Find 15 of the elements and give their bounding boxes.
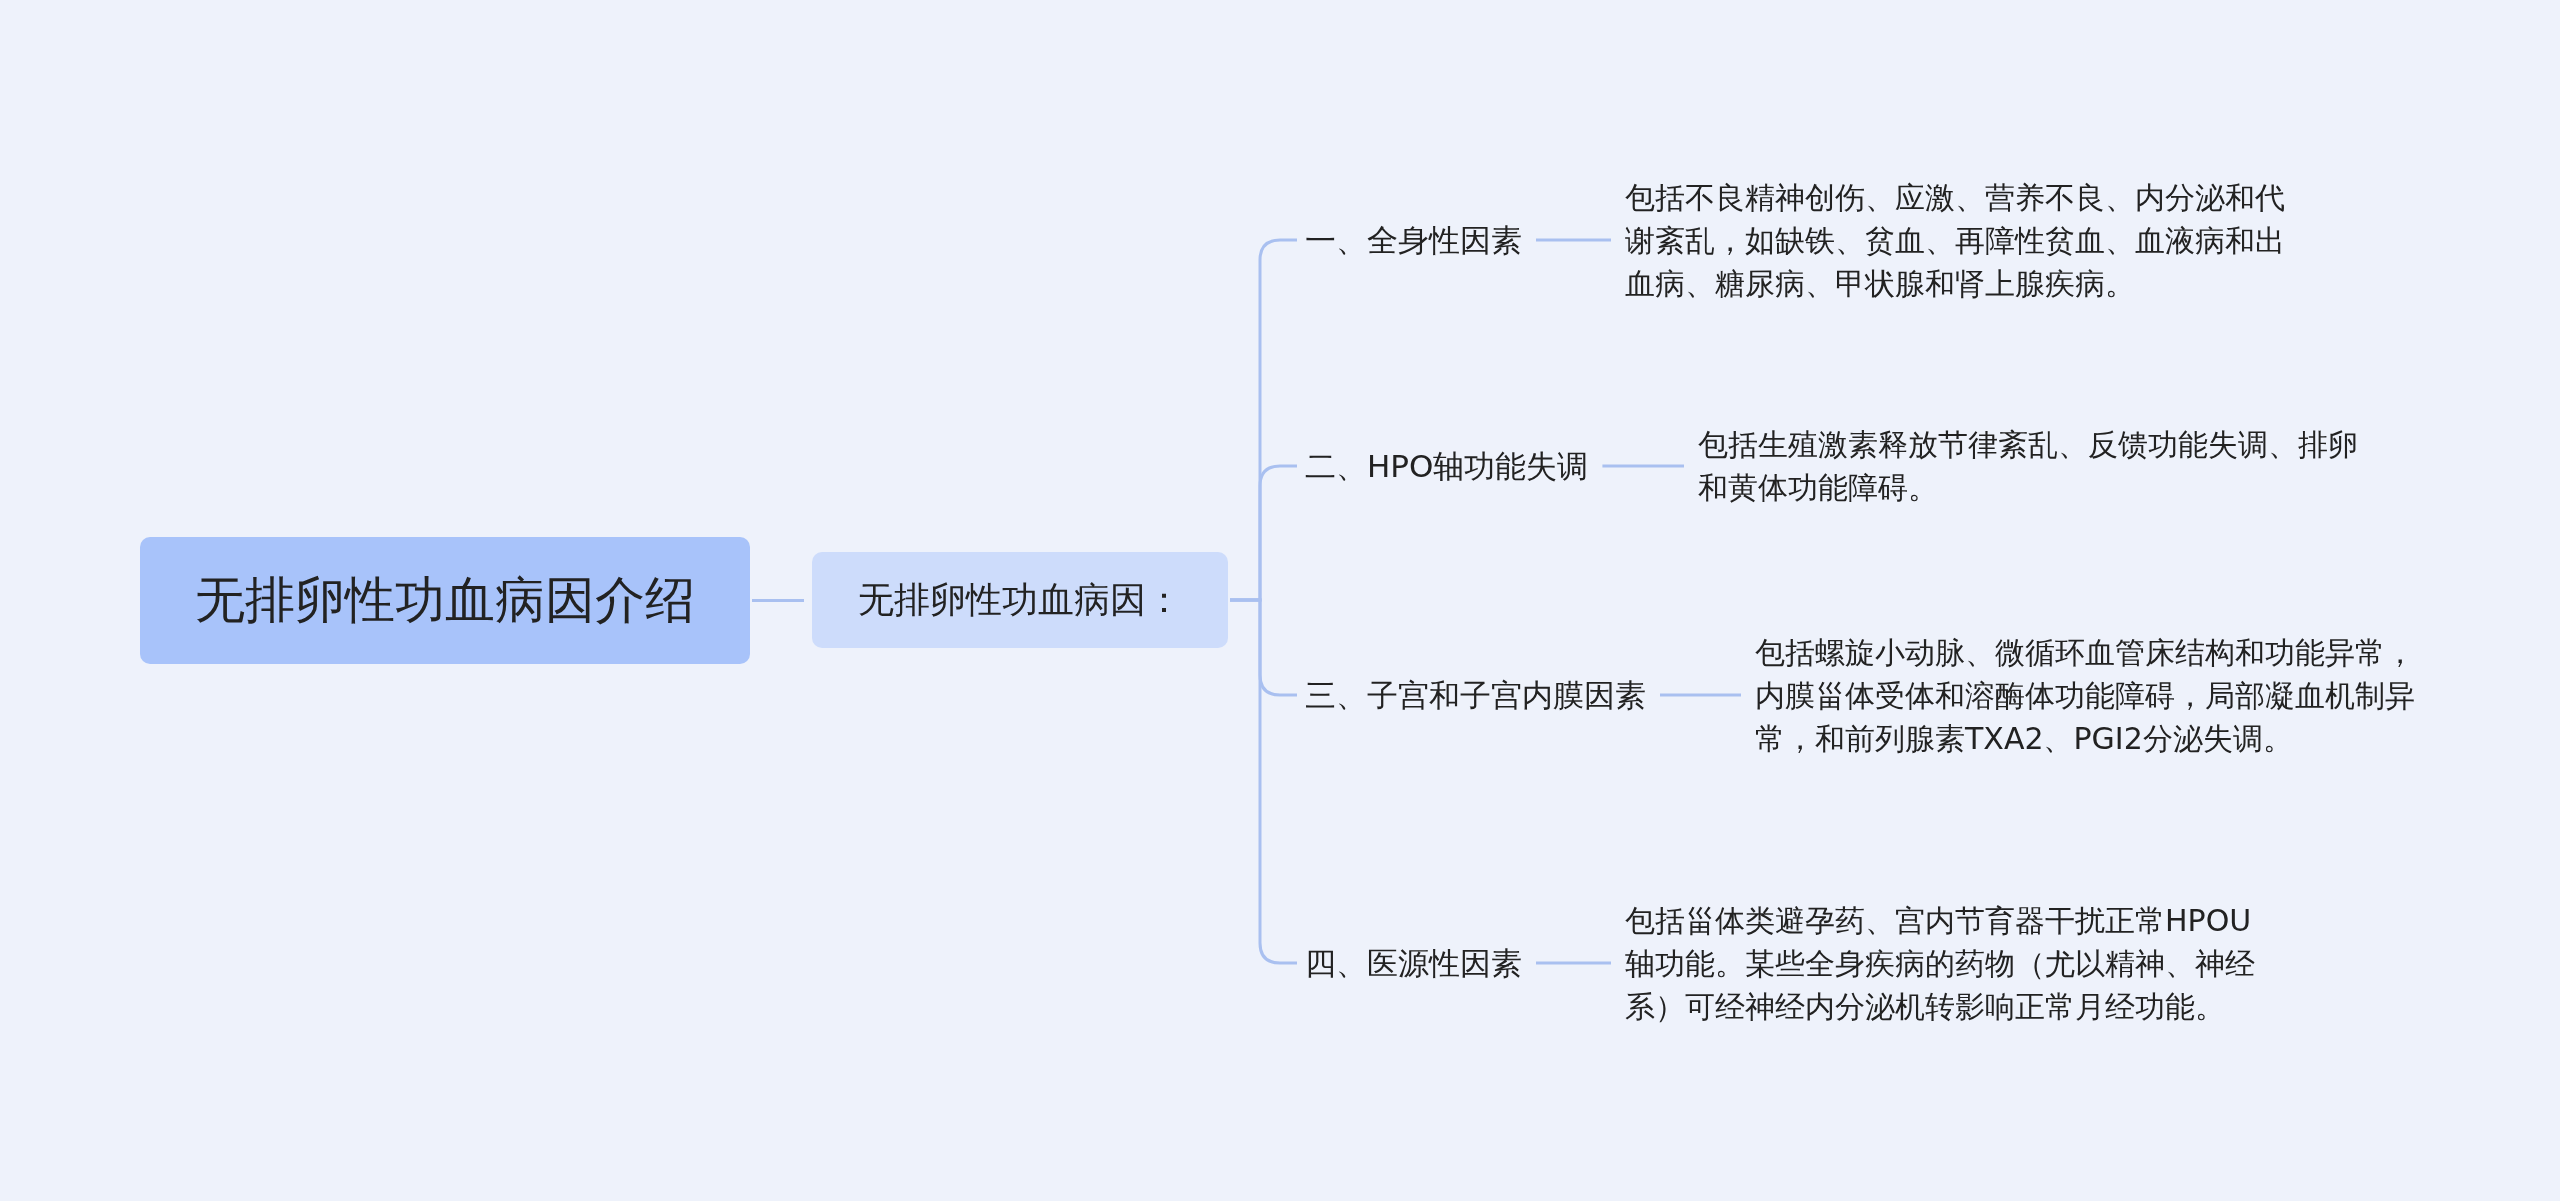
subtopic-box: 无排卵性功血病因： [812, 552, 1228, 648]
connector-line [752, 599, 804, 602]
topic-box: 无排卵性功血病因介绍 [140, 537, 750, 664]
connector-line [1602, 464, 1684, 468]
note-text: 包括甾体类避孕药、宫内节育器干扰正常HPOU轴功能。某些全身疾病的药物（尤以精神、神经系）可经神经内分泌机转影响正常月经功能。 [1625, 898, 2275, 1028]
branch-text: 四、医源性因素 [1305, 943, 1522, 983]
branch-text: 一、全身性因素 [1305, 220, 1522, 260]
branch-text: 三、子宫和子宫内膜因素 [1305, 675, 1646, 715]
note-text: 包括不良精神创伤、应激、营养不良、内分泌和代谢紊乱，如缺铁、贫血、再障性贫血、血液病和出血病、糖尿病、甲状腺和肾上腺疾病。 [1625, 175, 2285, 305]
connector-line [1536, 961, 1611, 965]
note-text: 包括生殖激素释放节律紊乱、反馈功能失调、排卵和黄体功能障碍。 [1698, 423, 2358, 509]
connector-line [1660, 693, 1741, 697]
note-text: 包括螺旋小动脉、微循环血管床结构和功能异常，内膜甾体受体和溶酶体功能障碍，局部凝血机制异常，和前列腺素TXA2、PGI2分泌失调。 [1755, 630, 2415, 760]
connector-line [1536, 238, 1611, 242]
branch-text: 二、HPO轴功能失调 [1305, 446, 1589, 486]
